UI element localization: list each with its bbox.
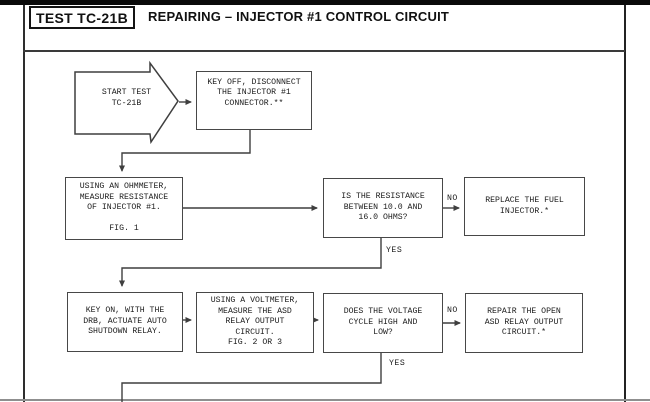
- flow-box-key-on-actuate-relay: KEY ON, WITH THE DRB, ACTUATE AUTO SHUTD…: [67, 292, 183, 352]
- top-black-bar: [0, 0, 650, 5]
- flow-box-measure-resistance: USING AN OHMMETER, MEASURE RESISTANCE OF…: [65, 177, 183, 240]
- flow-decision-resistance-range: IS THE RESISTANCE BETWEEN 10.0 AND 16.0 …: [323, 178, 443, 238]
- header-separator-line: [23, 50, 625, 52]
- branch-label-no-voltage: NO: [447, 306, 458, 315]
- flow-box-repair-asd-circuit: REPAIR THE OPEN ASD RELAY OUTPUT CIRCUIT…: [465, 293, 583, 353]
- page-title: REPAIRING – INJECTOR #1 CONTROL CIRCUIT: [148, 9, 450, 24]
- start-block-arrow: [74, 60, 179, 145]
- page-border-left: [23, 5, 25, 402]
- flow-decision-voltage-cycle: DOES THE VOLTAGE CYCLE HIGH AND LOW?: [323, 293, 443, 353]
- test-id-label: TEST TC-21B: [36, 9, 128, 26]
- branch-label-no-resistance: NO: [447, 194, 458, 203]
- page-border-right: [624, 5, 626, 402]
- flow-start-node: START TEST TC-21B: [101, 88, 152, 108]
- flow-box-key-off-disconnect: KEY OFF, DISCONNECT THE INJECTOR #1 CONN…: [196, 71, 312, 130]
- flow-box-measure-asd-output: USING A VOLTMETER, MEASURE THE ASD RELAY…: [196, 292, 314, 353]
- test-id-box: TEST TC-21B: [29, 6, 135, 29]
- branch-label-yes-voltage: YES: [389, 359, 406, 368]
- page-cut-line: [0, 399, 650, 401]
- branch-label-yes-resistance: YES: [386, 246, 403, 255]
- flow-box-replace-fuel-injector: REPLACE THE FUEL INJECTOR.*: [464, 177, 585, 236]
